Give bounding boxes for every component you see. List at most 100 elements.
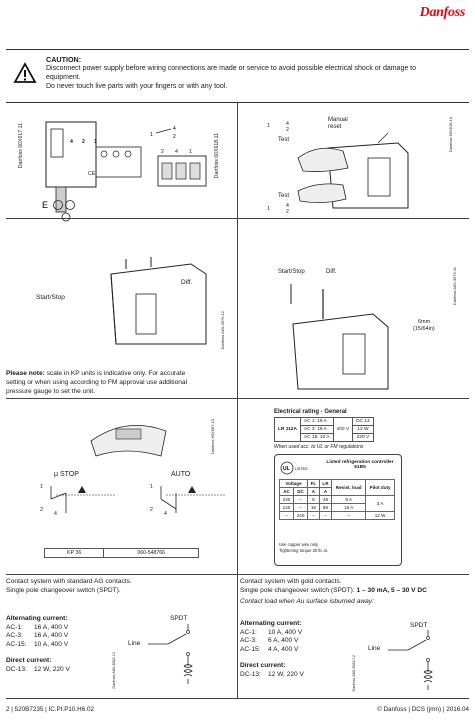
ul-header: FL (307, 479, 320, 488)
arrow-label: 2 (286, 127, 289, 133)
panel-start-stop: Start/Stop Diff. Danfoss A60-3576.12 (6, 219, 237, 369)
ul-cell: 120 (278, 503, 295, 512)
contacts-line-2: Single pole changeover switch (SPDT): (240, 586, 357, 594)
ul-cell: 8 (307, 495, 320, 504)
ac-type: AC-3: (6, 632, 23, 639)
svg-text:UL: UL (283, 466, 290, 472)
pin-label: 2 (150, 507, 153, 513)
manual-reset-label: Manual reset (328, 117, 348, 130)
ac-type: AC-1: (6, 623, 23, 631)
ul-header: A (307, 487, 320, 496)
diff-label: Diff. (326, 269, 337, 275)
kp-code: 060-548766 (103, 548, 199, 558)
device-illustration (297, 132, 409, 209)
contacts-line-3: Contact load when Au surface isburned aw… (240, 598, 374, 605)
svg-text:1: 1 (150, 132, 153, 138)
danfoss-logo: Danfoss (419, 5, 466, 20)
terminal-label: 2 (161, 149, 164, 155)
ac-type: AC-15: (6, 640, 27, 648)
pin-label: 1 (150, 484, 153, 490)
spdt-diagram-icon (388, 630, 433, 690)
start-stop-label: Start/Stop (278, 269, 305, 275)
ul-table: Voltage FL LR Resist. load Pilot duty AC… (278, 479, 395, 520)
note-line-3: pressure gauge to set the unit. (6, 388, 96, 395)
contact-diagram-icon: 1 4 2 (150, 126, 207, 187)
ul-cell: 16 A (331, 503, 367, 512)
arrow-label: 4 (286, 121, 289, 127)
arrow-label: 1 (267, 206, 270, 212)
pin-label: 4 (54, 511, 57, 517)
arrow-label: 4 (286, 203, 289, 209)
note-bold: Please note: (6, 370, 45, 377)
ac-value: 10 A, 400 V (268, 628, 303, 636)
ul-box: UL LISTED Listed refrigeration controlle… (274, 454, 402, 566)
elec-cell: 12 W (352, 425, 374, 434)
figure-code: Danfoss 60X687.10 (210, 419, 215, 455)
kp-model: KP 36 (43, 548, 105, 558)
dc-title: Direct current: (6, 657, 52, 664)
ac-block-left: Alternating current: AC-1:16 A, 400 V AC… (6, 615, 70, 674)
terminal-top-label: 2 (82, 139, 85, 145)
stop-label: μ STOP (54, 471, 79, 478)
start-stop-label: Start/Stop (36, 294, 65, 301)
contacts-gold: Contact system with gold contacts. Singl… (240, 578, 469, 607)
panel-electrical-rating: Electrical rating - General LR 112A AC 1… (238, 399, 469, 574)
ac-title: Alternating current: (240, 620, 302, 627)
figure-code: Danfoss 60X618.11 (214, 133, 220, 179)
stop-contact-diagram (50, 486, 116, 513)
ul-cell: 240 (278, 495, 295, 504)
ul-cell: 48 (318, 495, 333, 504)
ac-value: 16 A, 400 V (34, 623, 69, 631)
contacts-line-2-bold: 1 – 30 mA, 5 – 30 V DC (356, 586, 427, 594)
contacts-standard: Contact system with standard AG contacts… (6, 578, 234, 595)
arrow-label: 1 (267, 123, 270, 129)
ce-mark: CE (88, 171, 96, 177)
svg-text:E: E (42, 200, 48, 210)
ul-note: When used acc. to UL or FM regulations (274, 444, 364, 450)
figure-code: Danfoss A60-3576.12 (220, 311, 225, 350)
ul-cell: – (293, 503, 309, 512)
ul-header: A (318, 487, 333, 496)
terminal-label: 1 (189, 149, 192, 155)
terminal-top-label: 4 (70, 139, 73, 145)
ul-cell: – (307, 511, 320, 520)
contacts-line-1: Contact system with gold contacts. (240, 578, 342, 585)
panel-adjustment: Start/Stop Diff. 6mm (15/64in) Danfoss A… (238, 219, 469, 398)
footer-left: 2 | 520B7235 | IC.PI.P10.H6.02 (6, 706, 94, 713)
dc-value: 12 W, 220 V (34, 665, 70, 673)
arrow-label: 2 (286, 209, 289, 215)
size-label: 6mm (418, 319, 431, 325)
line-label: Line (128, 640, 141, 647)
dc-title: Direct current: (240, 662, 286, 669)
ul-cell: 16 (307, 503, 320, 512)
ul-foot-1: Use copper wire only (279, 542, 319, 547)
device-illustration (290, 284, 389, 390)
figure-code: Danfoss A60-3562.12 (112, 652, 116, 689)
elec-cell: AC 15: 10 A (299, 433, 334, 442)
ul-cell: 240 (293, 511, 309, 520)
ac-type: AC-1: (240, 628, 257, 636)
ul-cell: – (293, 495, 309, 504)
spdt-label: SPDT (410, 622, 428, 629)
note-text: Please note: scale in KP units is indica… (6, 369, 234, 396)
caution-line-2: equipment. (46, 74, 81, 81)
terminal-block-illustration (45, 121, 142, 222)
elec-cell: AC 1: 16 A (299, 417, 334, 426)
pin-label: 2 (40, 507, 43, 513)
pin-label: 4 (164, 511, 167, 517)
divider (237, 102, 238, 698)
device-illustration (110, 257, 207, 345)
caution-line-3: Do never touch live parts with your fing… (46, 83, 228, 90)
svg-text:LISTED: LISTED (295, 467, 308, 471)
test-label-top: Test (278, 137, 290, 143)
ac-value: 6 A, 400 V (268, 637, 299, 644)
terminal-top-label: 1 (94, 139, 97, 145)
ul-cell: 3 A (365, 495, 395, 512)
ul-header: Pilot duty (365, 479, 395, 496)
ul-cell: 96 (318, 503, 333, 512)
figure-code: Danfoss A60-3575.11 (452, 267, 457, 306)
note-line-2: setting or when using according to FM ap… (6, 379, 188, 386)
ul-header: Voltage (278, 479, 309, 488)
ul-header: LR (318, 479, 333, 488)
ul-listed-icon: UL LISTED (280, 461, 308, 475)
